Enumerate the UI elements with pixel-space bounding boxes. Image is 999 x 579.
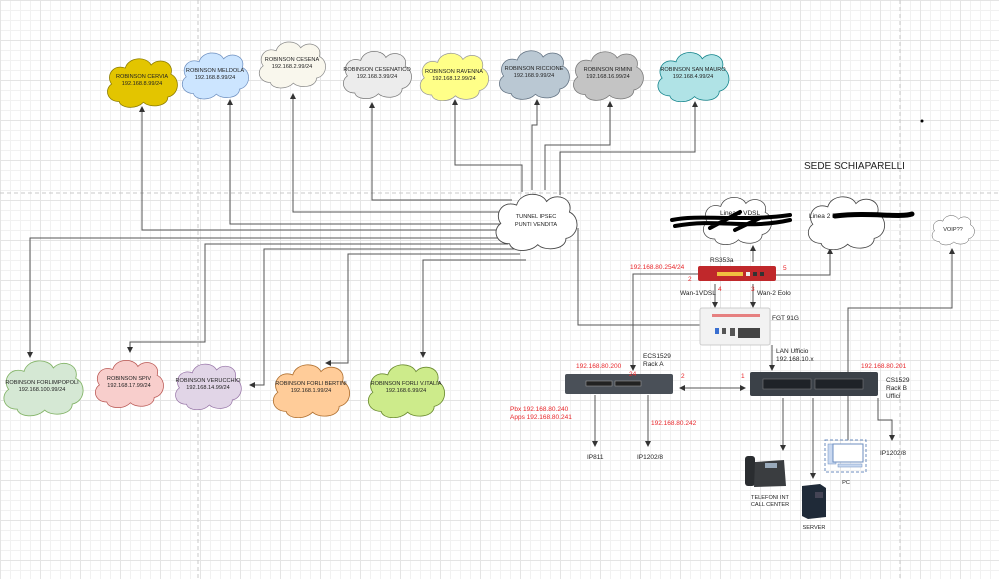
switch-ecs1529[interactable] — [565, 374, 673, 394]
port-label: 1 — [741, 373, 745, 380]
router-ip: 192.168.80.254/24 — [630, 264, 685, 271]
port-label: 4 — [718, 286, 722, 293]
switch-b-rack: Rack B — [886, 385, 907, 392]
pbx-ip: Pbx 192.168.80.240 — [510, 406, 569, 413]
device-ip1202: IP1202/8 — [880, 450, 906, 457]
pc-icon — [824, 439, 867, 473]
port-label: 24 — [629, 371, 637, 378]
svg-text:192.168.9.99/24: 192.168.9.99/24 — [514, 73, 554, 79]
port-label: 2 — [688, 276, 692, 283]
server-label: SERVER — [803, 525, 826, 531]
wan1-label: Wan-1VDSL — [680, 290, 716, 297]
phone-icon — [745, 456, 786, 487]
svg-text:ROBINSON CERVIA: ROBINSON CERVIA — [116, 74, 168, 80]
svg-text:192.168.17.99/24: 192.168.17.99/24 — [107, 383, 151, 389]
switch-b-label: CS1529 — [886, 377, 910, 384]
server-icon — [802, 484, 826, 519]
svg-text:192.168.12.99/24: 192.168.12.99/24 — [432, 76, 476, 82]
lan-subnet: 192.168.10.x — [776, 356, 814, 363]
svg-text:192.168.1.99/24: 192.168.1.99/24 — [291, 388, 331, 394]
svg-text:192.168.4.99/24: 192.168.4.99/24 — [673, 74, 713, 80]
svg-text:ROBINSON SPIV: ROBINSON SPIV — [107, 376, 151, 382]
device-ip1202: IP1202/8 — [637, 454, 663, 461]
redaction-scribble — [670, 210, 915, 232]
svg-text:ROBINSON FORLIMPOPOLI: ROBINSON FORLIMPOPOLI — [5, 380, 79, 386]
svg-text:192.168.100.99/24: 192.168.100.99/24 — [19, 387, 66, 393]
switch-b-location: Uffici — [886, 393, 900, 400]
site-title: SEDE SCHIAPARELLI — [804, 161, 905, 172]
router-label: RS353a — [710, 257, 734, 264]
svg-text:ROBINSON FORLI V.ITALIA: ROBINSON FORLI V.ITALIA — [371, 381, 442, 387]
apps-ip: Apps 192.168.80.241 — [510, 414, 572, 421]
firewall-label: FGT 91G — [772, 315, 799, 322]
lan-label: LAN Ufficio — [776, 348, 809, 355]
cloud-tunnel-ipsec[interactable]: TUNNEL IPSEC PUNTI VENDITA — [495, 193, 578, 251]
pc-label: PC — [842, 480, 850, 486]
cloud-linea-1-vdsl[interactable]: Linea 1 VDSL — [702, 197, 772, 245]
svg-text:ROBINSON MELDOLA: ROBINSON MELDOLA — [186, 68, 244, 74]
svg-text:ROBINSON CESENATICO: ROBINSON CESENATICO — [343, 67, 411, 73]
svg-text:192.168.6.99/24: 192.168.6.99/24 — [386, 388, 426, 394]
svg-text:192.168.14.99/24: 192.168.14.99/24 — [186, 385, 230, 391]
svg-text:ROBINSON RAVENNA: ROBINSON RAVENNA — [425, 69, 483, 75]
svg-text:ROBINSON RICCIONE: ROBINSON RICCIONE — [505, 66, 564, 72]
svg-text:192.168.2.99/24: 192.168.2.99/24 — [272, 64, 312, 70]
svg-text:ROBINSON CESENA: ROBINSON CESENA — [265, 57, 320, 63]
device-ip: 192.168.80.242 — [651, 420, 697, 427]
svg-text:ROBINSON RIMINI: ROBINSON RIMINI — [584, 67, 633, 73]
svg-text:VOIP??: VOIP?? — [943, 227, 963, 233]
port-label: 5 — [783, 265, 787, 272]
cloud-voip[interactable]: VOIP?? — [931, 215, 975, 246]
switch-a-label: ECS1529 — [643, 353, 671, 360]
svg-text:ROBINSON SAN MAURO: ROBINSON SAN MAURO — [660, 67, 726, 73]
svg-text:ROBINSON VERUCCHIO: ROBINSON VERUCCHIO — [176, 378, 242, 384]
svg-text:PUNTI VENDITA: PUNTI VENDITA — [515, 222, 557, 228]
svg-text:192.168.16.99/24: 192.168.16.99/24 — [586, 74, 630, 80]
svg-text:ROBINSON FORLI BERTINI: ROBINSON FORLI BERTINI — [275, 381, 347, 387]
phone-label: TELEFONI INT — [751, 495, 789, 501]
tunnel-links — [27, 93, 700, 388]
port-label: 3 — [751, 286, 755, 293]
port-label: 2 — [681, 373, 685, 380]
firewall-fgt91g[interactable] — [699, 307, 771, 346]
svg-text:192.168.8.99/24: 192.168.8.99/24 — [122, 81, 162, 87]
switch-b-ip: 192.168.80.201 — [861, 363, 907, 370]
device-ip811: IP811 — [587, 454, 604, 461]
cloud-linea-2[interactable]: Linea 2 Eo — [807, 196, 886, 250]
switch-cs1529[interactable] — [750, 372, 878, 396]
svg-text:Linea 2 Eo: Linea 2 Eo — [809, 213, 840, 220]
switch-a-rack: Rack A — [643, 361, 664, 368]
dot-marker — [920, 119, 924, 123]
wan2-label: Wan-2 Eolo — [757, 290, 791, 297]
router-rs353a[interactable] — [698, 266, 776, 281]
switch-a-ip: 192.168.80.200 — [576, 363, 622, 370]
svg-text:192.168.8.99/24: 192.168.8.99/24 — [195, 75, 235, 81]
svg-text:TUNNEL IPSEC: TUNNEL IPSEC — [516, 214, 557, 220]
phone-label-2: CALL CENTER — [751, 502, 789, 508]
svg-text:192.168.3.99/24: 192.168.3.99/24 — [357, 74, 397, 80]
